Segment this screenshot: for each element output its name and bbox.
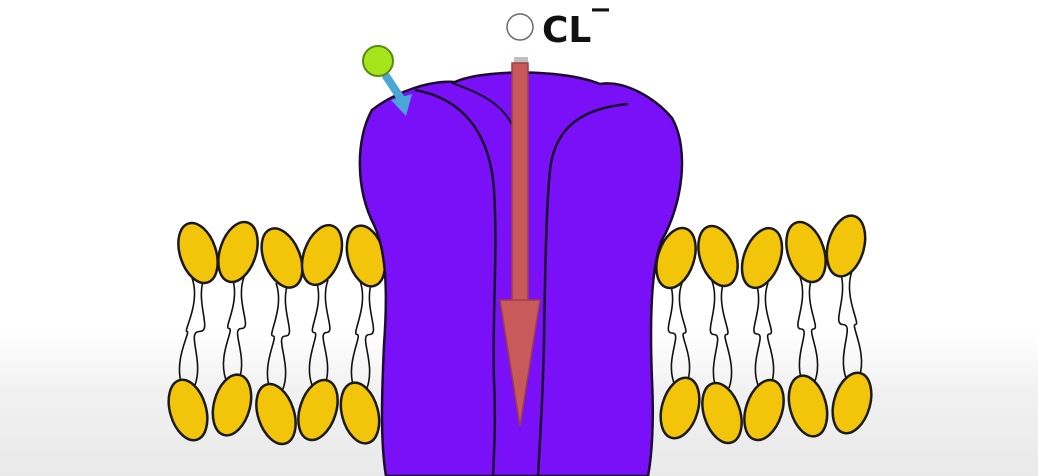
lipid-tail (223, 277, 234, 380)
lipid-head-lower (783, 371, 834, 440)
lipid-head-upper (171, 218, 224, 288)
lipid-tail (754, 283, 760, 385)
lipid-head-lower (826, 368, 878, 438)
lipid-tail (679, 283, 689, 383)
lipid-head-upper (779, 217, 832, 287)
lipid-tail (179, 278, 194, 385)
ion-charge: ‾ (592, 3, 609, 43)
ion-symbol: CL (542, 10, 591, 51)
lipid-head-lower (654, 373, 706, 443)
lipid-tail (351, 281, 362, 388)
lipid-head-lower (162, 375, 214, 445)
lipid-tail (282, 283, 290, 389)
ligand-ball (363, 46, 393, 76)
white-circle-icon (507, 14, 533, 40)
lipid-tail (798, 277, 804, 381)
lipid-tail (809, 277, 817, 381)
ion-label-group: CL ‾ (507, 3, 609, 51)
lipid-head-upper (211, 217, 264, 287)
lipid-head-lower (335, 378, 386, 447)
lipid-head-lower (207, 370, 258, 439)
lipid-tail (839, 271, 848, 378)
lipid-head-upper (734, 223, 789, 294)
lipid-tail (849, 271, 861, 378)
lipid-head-upper (821, 211, 872, 280)
lipid-tail (323, 280, 330, 385)
lipid-tail (238, 277, 246, 380)
lipid-tail (267, 283, 278, 389)
lipid-tail (765, 283, 773, 385)
lipid-tail (710, 281, 717, 388)
lipid-tail (366, 281, 374, 388)
lipid-head-upper (691, 221, 744, 291)
lipid-head-lower (249, 379, 302, 449)
lipid-head-upper (294, 220, 349, 291)
lipid-tail (721, 281, 731, 388)
lipid-head-lower (695, 378, 748, 448)
flux-arrow-shaft (512, 63, 528, 303)
lipid-head-lower (737, 375, 790, 445)
lipid-tail (309, 280, 318, 385)
lipid-tail (194, 278, 204, 385)
lipid-head-lower (291, 375, 344, 445)
lipid-tail (668, 283, 675, 383)
